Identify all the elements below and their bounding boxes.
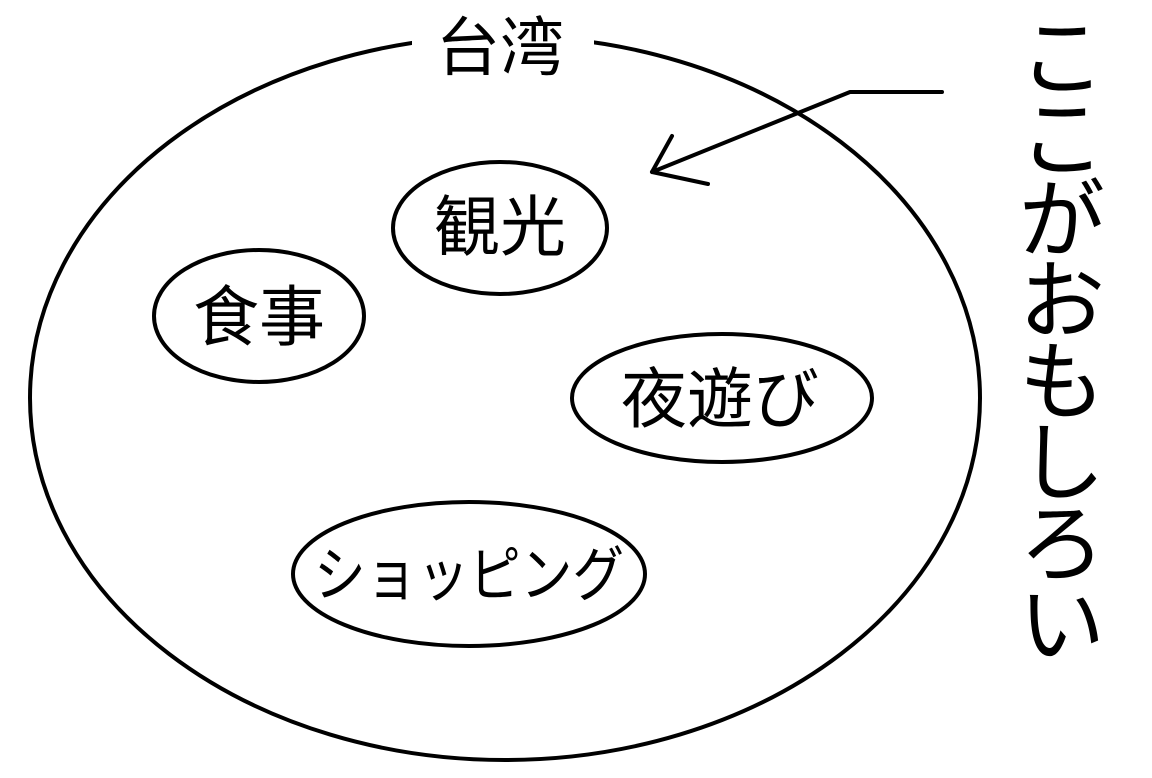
topic-shopping: ショッピング: [291, 500, 647, 648]
annotation-char: い: [1019, 576, 1105, 676]
annotation-char: も: [1019, 333, 1105, 433]
title-gap: [412, 8, 594, 80]
annotation-vertical-text: ここがおもしろい: [1019, 9, 1105, 676]
annotation-char: お: [1019, 252, 1105, 352]
topic-food-ellipse: [152, 248, 366, 384]
topic-nightlife-ellipse: [570, 332, 874, 464]
topic-sightseeing-ellipse: [391, 160, 609, 296]
annotation-char: ろ: [1019, 495, 1105, 595]
topic-shopping-ellipse: [291, 500, 647, 648]
topic-nightlife: 夜遊び: [570, 332, 874, 464]
taiwan-ellipse: [28, 34, 982, 762]
annotation-arrow: [650, 90, 944, 186]
topic-sightseeing-label: 観光: [434, 189, 566, 266]
annotation-char: し: [1019, 414, 1105, 514]
annotation-char: こ: [1019, 90, 1105, 190]
annotation-char: が: [1019, 171, 1105, 271]
annotation-char: こ: [1019, 9, 1105, 109]
arrow-head: [650, 134, 710, 186]
topic-food-label: 食事: [193, 279, 325, 356]
diagram-title: 台湾: [436, 12, 564, 86]
topic-sightseeing: 観光: [391, 160, 609, 296]
topic-food: 食事: [152, 248, 366, 384]
topic-shopping-label: ショッピング: [314, 541, 624, 611]
arrow-shaft: [650, 90, 944, 174]
topic-nightlife-label: 夜遊び: [621, 361, 819, 438]
